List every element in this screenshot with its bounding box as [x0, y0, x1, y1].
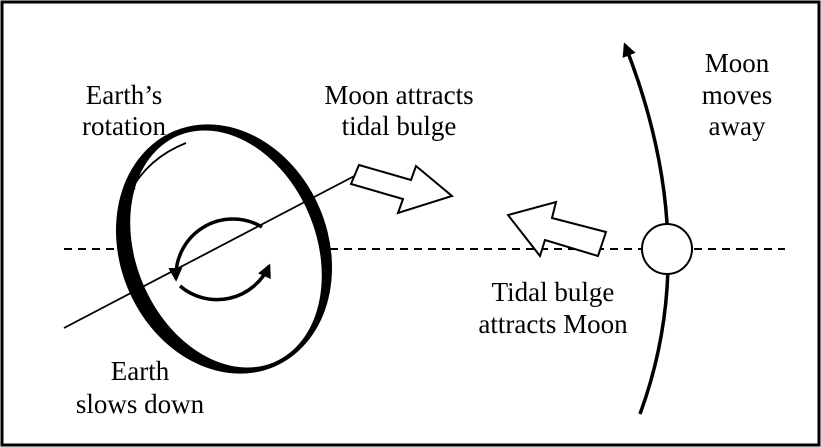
- earth-slows-label-line2: slows down: [76, 389, 205, 419]
- earth-rotation-arrow: [129, 142, 187, 194]
- moon-moves-label-line1: Moon: [705, 48, 770, 78]
- moon-attracts-label-line2: tidal bulge: [342, 111, 457, 141]
- moon-attracts-bulge-arrow: [349, 163, 455, 215]
- bulge-axis-line: [63, 171, 363, 329]
- tidal-bulge-ellipse: [115, 124, 333, 374]
- earth-rotation-label-line2: rotation: [82, 111, 166, 141]
- earth-slows-label-line1: Earth: [111, 356, 170, 386]
- moon-moves-label-line3: away: [709, 111, 766, 141]
- bulge-attracts-moon-arrow: [506, 200, 608, 259]
- earth-rotation-label-line1: Earth’s: [86, 80, 162, 110]
- tidal-attracts-label-line2: attracts Moon: [478, 309, 628, 339]
- tidal-attracts-label-line1: Tidal bulge: [492, 277, 615, 307]
- earth-spin-arrows: [168, 217, 271, 302]
- moon-attracts-label-line1: Moon attracts: [324, 80, 473, 110]
- moon: [641, 223, 693, 275]
- moon-moves-label-line2: moves: [702, 80, 773, 110]
